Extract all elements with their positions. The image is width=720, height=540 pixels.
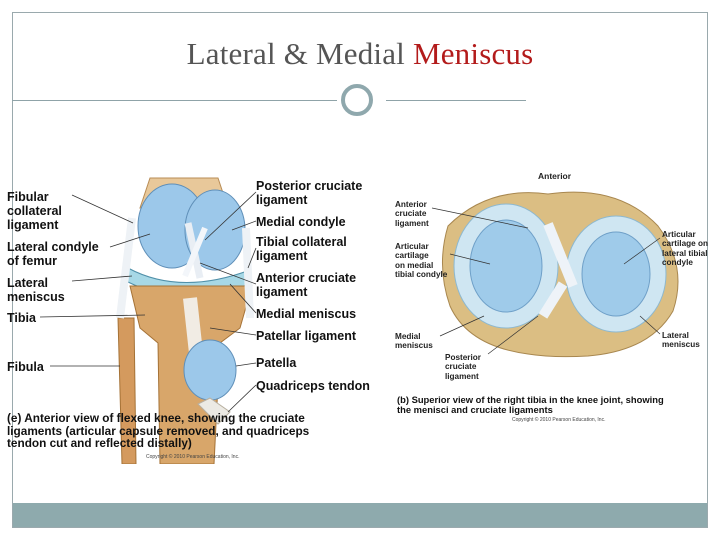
tibia-superior-figure: Anterior Anterior cruciate ligament Arti… bbox=[388, 166, 718, 428]
title-divider-left bbox=[12, 100, 337, 101]
title-divider-right bbox=[386, 100, 526, 101]
left-border-line bbox=[12, 160, 13, 503]
label-posterior-cruciate-ligament: Posterior cruciate ligament bbox=[256, 179, 363, 207]
label-lateral-meniscus: Lateral meniscus bbox=[7, 276, 65, 304]
label-patellar-ligament: Patellar ligament bbox=[256, 329, 357, 343]
knee-anterior-figure: Fibular collateral ligament Lateral cond… bbox=[0, 168, 400, 464]
figure-caption-anterior: (e) Anterior view of flexed knee, showin… bbox=[7, 411, 310, 450]
title-text: Lateral & Medial bbox=[186, 36, 413, 71]
label-fibular-collateral-ligament: Fibular collateral ligament bbox=[7, 190, 62, 232]
ring-ornament-icon bbox=[341, 84, 373, 116]
label-quadriceps-tendon: Quadriceps tendon bbox=[256, 379, 370, 393]
label-medial-condyle: Medial condyle bbox=[256, 215, 346, 229]
label-anterior: Anterior bbox=[538, 171, 572, 181]
slide-title: Lateral & Medial Meniscus bbox=[0, 36, 720, 72]
label-patella: Patella bbox=[256, 356, 297, 370]
knee-anterior-illustration bbox=[39, 177, 257, 464]
label-lateral-meniscus-superior: Lateral meniscus bbox=[662, 331, 700, 350]
label-medial-meniscus-superior: Medial meniscus bbox=[395, 332, 433, 351]
label-tibia: Tibia bbox=[7, 311, 36, 325]
label-medial-meniscus: Medial meniscus bbox=[256, 307, 357, 321]
label-articular-cartilage-medial: Articular cartilage on medial tibial con… bbox=[395, 242, 448, 279]
figure-caption-superior: (b) Superior view of the right tibia in … bbox=[397, 394, 664, 415]
copyright-left: Copyright © 2010 Pearson Education, Inc. bbox=[146, 454, 240, 460]
footer-bar bbox=[13, 503, 707, 527]
label-articular-cartilage-lateral: Articular cartilage on lateral tibial co… bbox=[662, 230, 708, 267]
label-fibula: Fibula bbox=[7, 360, 44, 374]
label-anterior-cruciate-ligament: Anterior cruciate ligament bbox=[256, 271, 357, 299]
title-accent-text: Meniscus bbox=[412, 36, 534, 71]
copyright-right: Copyright © 2010 Pearson Education, Inc. bbox=[512, 417, 606, 423]
label-anterior-cruciate-ligament-superior: Anterior cruciate ligament bbox=[395, 200, 429, 228]
label-lateral-condyle-femur: Lateral condyle of femur bbox=[7, 240, 99, 268]
label-tibial-collateral-ligament: Tibial collateral ligament bbox=[256, 235, 347, 263]
tibia-superior-illustration bbox=[431, 191, 679, 358]
label-posterior-cruciate-ligament-superior: Posterior cruciate ligament bbox=[445, 353, 481, 381]
